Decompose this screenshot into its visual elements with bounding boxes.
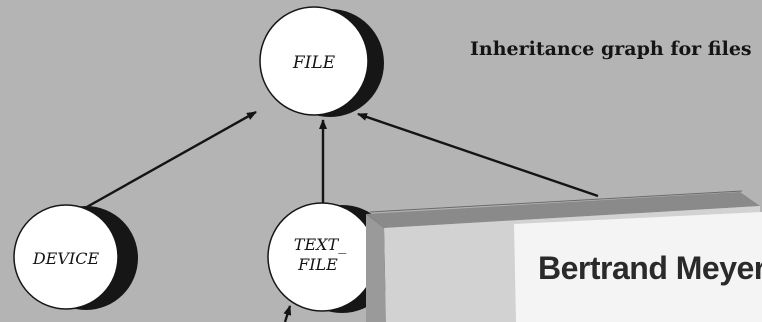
node-file-circle <box>259 6 369 116</box>
node-device: DEVICE <box>13 204 138 310</box>
edge-book-to-file <box>357 112 599 198</box>
book-illustration <box>366 190 762 322</box>
book-cover-panel <box>514 212 762 322</box>
book-spine <box>366 214 386 322</box>
edge-device-to-file <box>84 110 257 210</box>
node-device-circle <box>13 204 119 310</box>
node-file-label: FILE <box>292 53 336 73</box>
book-page-lines <box>369 190 743 213</box>
node-text-file-label-line2: FILE <box>297 255 338 274</box>
edge-below-to-textfile <box>283 305 292 322</box>
node-device-label: DEVICE <box>32 249 100 268</box>
book-top-edge <box>366 192 760 228</box>
node-file: FILE <box>259 6 384 117</box>
node-text-file-label-line1: TEXT_ <box>294 235 346 254</box>
diagram-title: Inheritance graph for files <box>470 38 752 60</box>
book-author-name: Bertrand Meyer <box>538 250 762 286</box>
